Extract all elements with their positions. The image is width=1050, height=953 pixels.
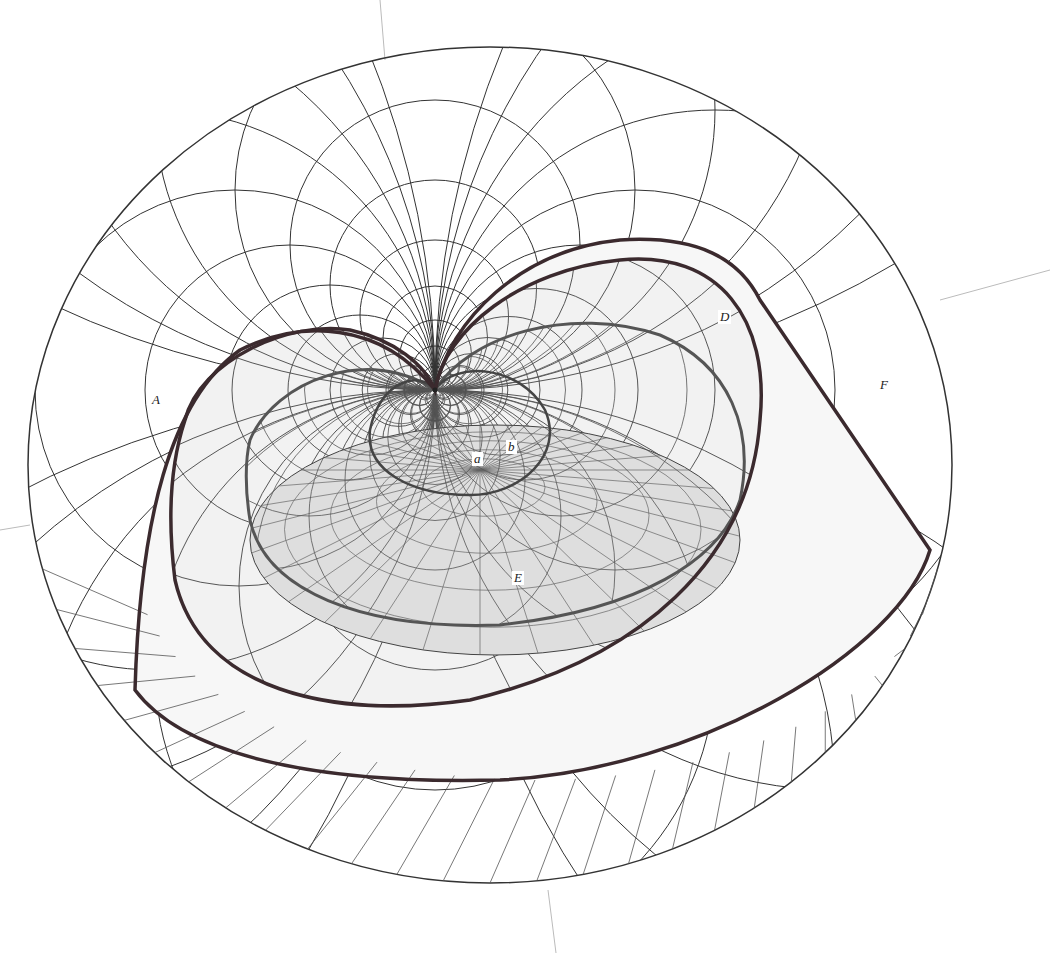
field-line [435,120,975,660]
field-line [75,210,435,570]
disk-radial [480,470,833,713]
point-letter: a [472,452,483,466]
disk-ring [239,423,754,665]
outer-sphere [28,47,952,883]
meridian-line [852,694,856,720]
field-line [334,187,537,390]
field-line [435,0,1050,795]
meridian-line [537,779,576,881]
disk-radial [480,470,574,766]
meridian-line [910,609,923,636]
meridian-line [189,727,274,782]
field-line [0,0,435,810]
disk-radial [480,174,574,470]
margin-line [940,270,1050,300]
field-line [0,0,435,953]
point-letter: F [878,378,890,392]
disk-radial [0,470,480,517]
meridian-line [75,648,176,656]
core-loop [370,371,550,495]
field-line [435,264,687,516]
singular-point [433,388,438,393]
meridian-line [672,762,693,849]
disk-radial [127,470,480,713]
disk-radial [480,470,481,770]
meridian-line [791,727,796,782]
meridian-line [98,676,196,685]
field-line [15,0,855,390]
field-line [345,390,525,570]
meridian-line [490,780,535,883]
meridian-line [754,740,764,807]
disk-radial [480,334,1015,470]
meridian-line [894,648,905,656]
outer-cut-rim [135,239,930,780]
field-line [0,390,1050,953]
meridian-line [443,779,494,881]
field-line [165,0,705,390]
meridian-line [629,770,655,864]
meridian-line [43,569,148,615]
margin-line [548,890,556,953]
meridian-line [351,770,415,864]
disk-radial [56,470,480,682]
field-line [295,110,575,390]
meridian-line [583,775,616,874]
field-line [255,300,435,480]
meridian-line [825,711,826,752]
field-line [435,210,795,570]
disk-radial [480,470,1050,517]
field-line [362,243,509,390]
disk-radial [480,203,752,470]
disk-lines [0,170,1050,770]
field-line [155,0,715,390]
field-line [0,0,435,795]
inner-shell-rim [246,323,744,625]
field-line [30,390,840,953]
field-line [290,100,580,390]
meridian-line [715,752,730,830]
disk-ring [423,459,546,517]
margin-line [380,0,385,60]
field-line [435,0,1050,810]
field-line [309,138,561,390]
disk-radial [0,423,480,470]
meridian-line [922,569,937,615]
disk-radial [480,258,904,470]
meridian-line [155,711,245,752]
point-letter: b [506,440,517,454]
field-line [30,0,840,390]
meridian-line [397,775,454,874]
field-line [370,390,501,521]
field-line [345,210,525,390]
meridian-line [875,676,883,685]
point-letter: D [718,310,731,324]
disk-radial [295,470,480,755]
point-letter: A [150,393,162,407]
disk-radial [0,470,480,471]
meridian-line [124,694,218,720]
field-line [15,390,855,953]
margin-line [0,525,30,530]
disk-radial [386,470,480,766]
field-line [309,390,561,642]
point-letter: E [512,571,524,585]
disk-radial [480,470,1050,563]
field-line [399,317,472,390]
field-line [0,120,435,660]
field-line [255,30,615,390]
disk-radial [480,294,965,470]
